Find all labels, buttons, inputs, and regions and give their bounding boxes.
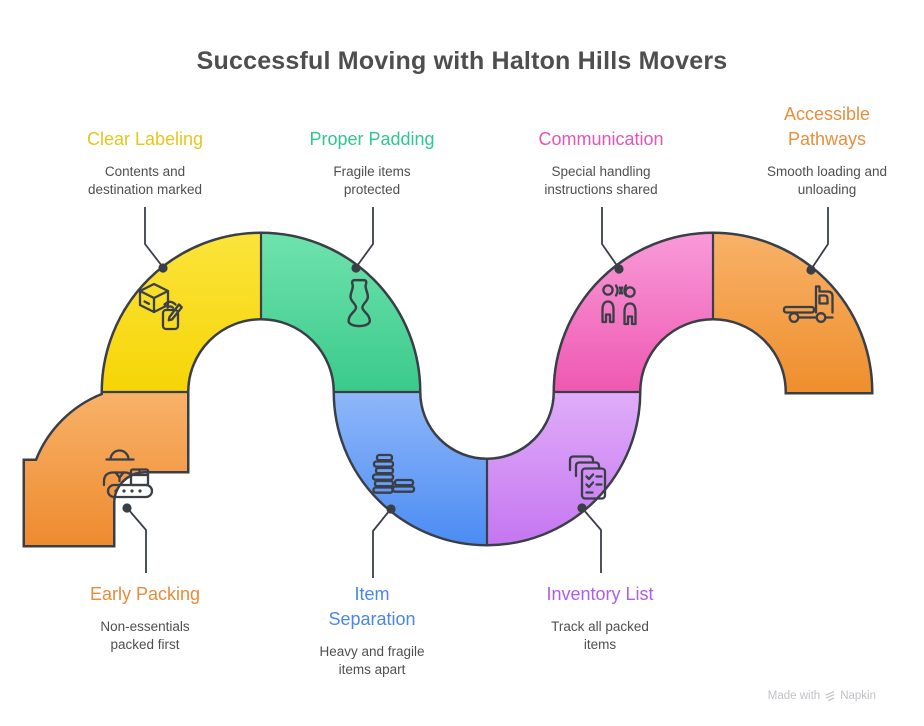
segment-dividers (103, 234, 715, 544)
step-title: Early Packing (89, 584, 201, 604)
segment-communication (555, 234, 715, 394)
leader-line (582, 508, 602, 573)
segment-item-separation (335, 390, 489, 544)
leader-dot (614, 264, 624, 274)
step-title: Proper Padding (309, 129, 435, 149)
segment-accessible-pathways (711, 234, 871, 394)
step-label-inventory-list: Inventory List Track all packed items (490, 582, 710, 654)
step-description: Smooth loading and unloading (766, 164, 888, 197)
step-description: Track all packed items (551, 619, 649, 652)
page-title: Successful Moving with Halton Hills Move… (196, 47, 728, 75)
step-title: Accessible Pathways (783, 104, 871, 149)
step-label-accessible-pathways: Accessible Pathways Smooth loading and u… (717, 102, 924, 199)
step-label-early-packing: Early Packing Non-essentials packed firs… (35, 582, 255, 654)
leader-dot (351, 263, 361, 273)
step-title: Clear Labeling (86, 129, 204, 149)
leader-line (127, 508, 147, 573)
checklist-pages-icon (568, 455, 607, 500)
step-description: Contents and destination marked (87, 164, 203, 197)
step-title: Inventory List (546, 584, 654, 604)
step-description: Special handling instructions shared (544, 164, 658, 197)
people-communication-icon (601, 284, 637, 326)
watermark-text: Made with (767, 690, 821, 702)
step-description: Non-essentials packed first (100, 619, 190, 652)
step-label-item-separation: Item Separation Heavy and fragile items … (262, 582, 482, 679)
leader-line (601, 207, 619, 268)
leader-dot (158, 263, 168, 273)
leader-lines (122, 207, 829, 578)
step-description: Heavy and fragile items apart (319, 644, 425, 677)
leader-dot (806, 265, 816, 275)
truck-icon (782, 285, 834, 323)
segment-proper-padding (259, 234, 419, 394)
napkin-logo-icon (826, 691, 835, 702)
leader-dot (122, 503, 132, 513)
watermark: Made with Napkin (768, 690, 876, 702)
leader-dot (577, 503, 587, 513)
leader-dot (386, 504, 396, 514)
leader-line (372, 509, 391, 578)
leader-line (811, 207, 829, 269)
step-title: Communication (538, 129, 664, 149)
leader-line (144, 207, 163, 267)
step-description: Fragile items protected (333, 164, 411, 197)
step-label-communication: Communication Special handling instructi… (491, 127, 711, 199)
segment-early-packing (25, 387, 187, 545)
step-label-proper-padding: Proper Padding Fragile items protected (262, 127, 482, 199)
watermark-brand: Napkin (840, 690, 876, 702)
worker-conveyor-icon (102, 449, 154, 499)
vase-icon (347, 278, 372, 328)
segment-inventory-list (485, 390, 639, 544)
step-label-clear-labeling: Clear Labeling Contents and destination … (35, 127, 255, 199)
stacked-plates-icon (371, 453, 416, 494)
package-label-icon (138, 282, 183, 331)
step-title: Item Separation (328, 584, 416, 629)
leader-line (356, 207, 374, 267)
